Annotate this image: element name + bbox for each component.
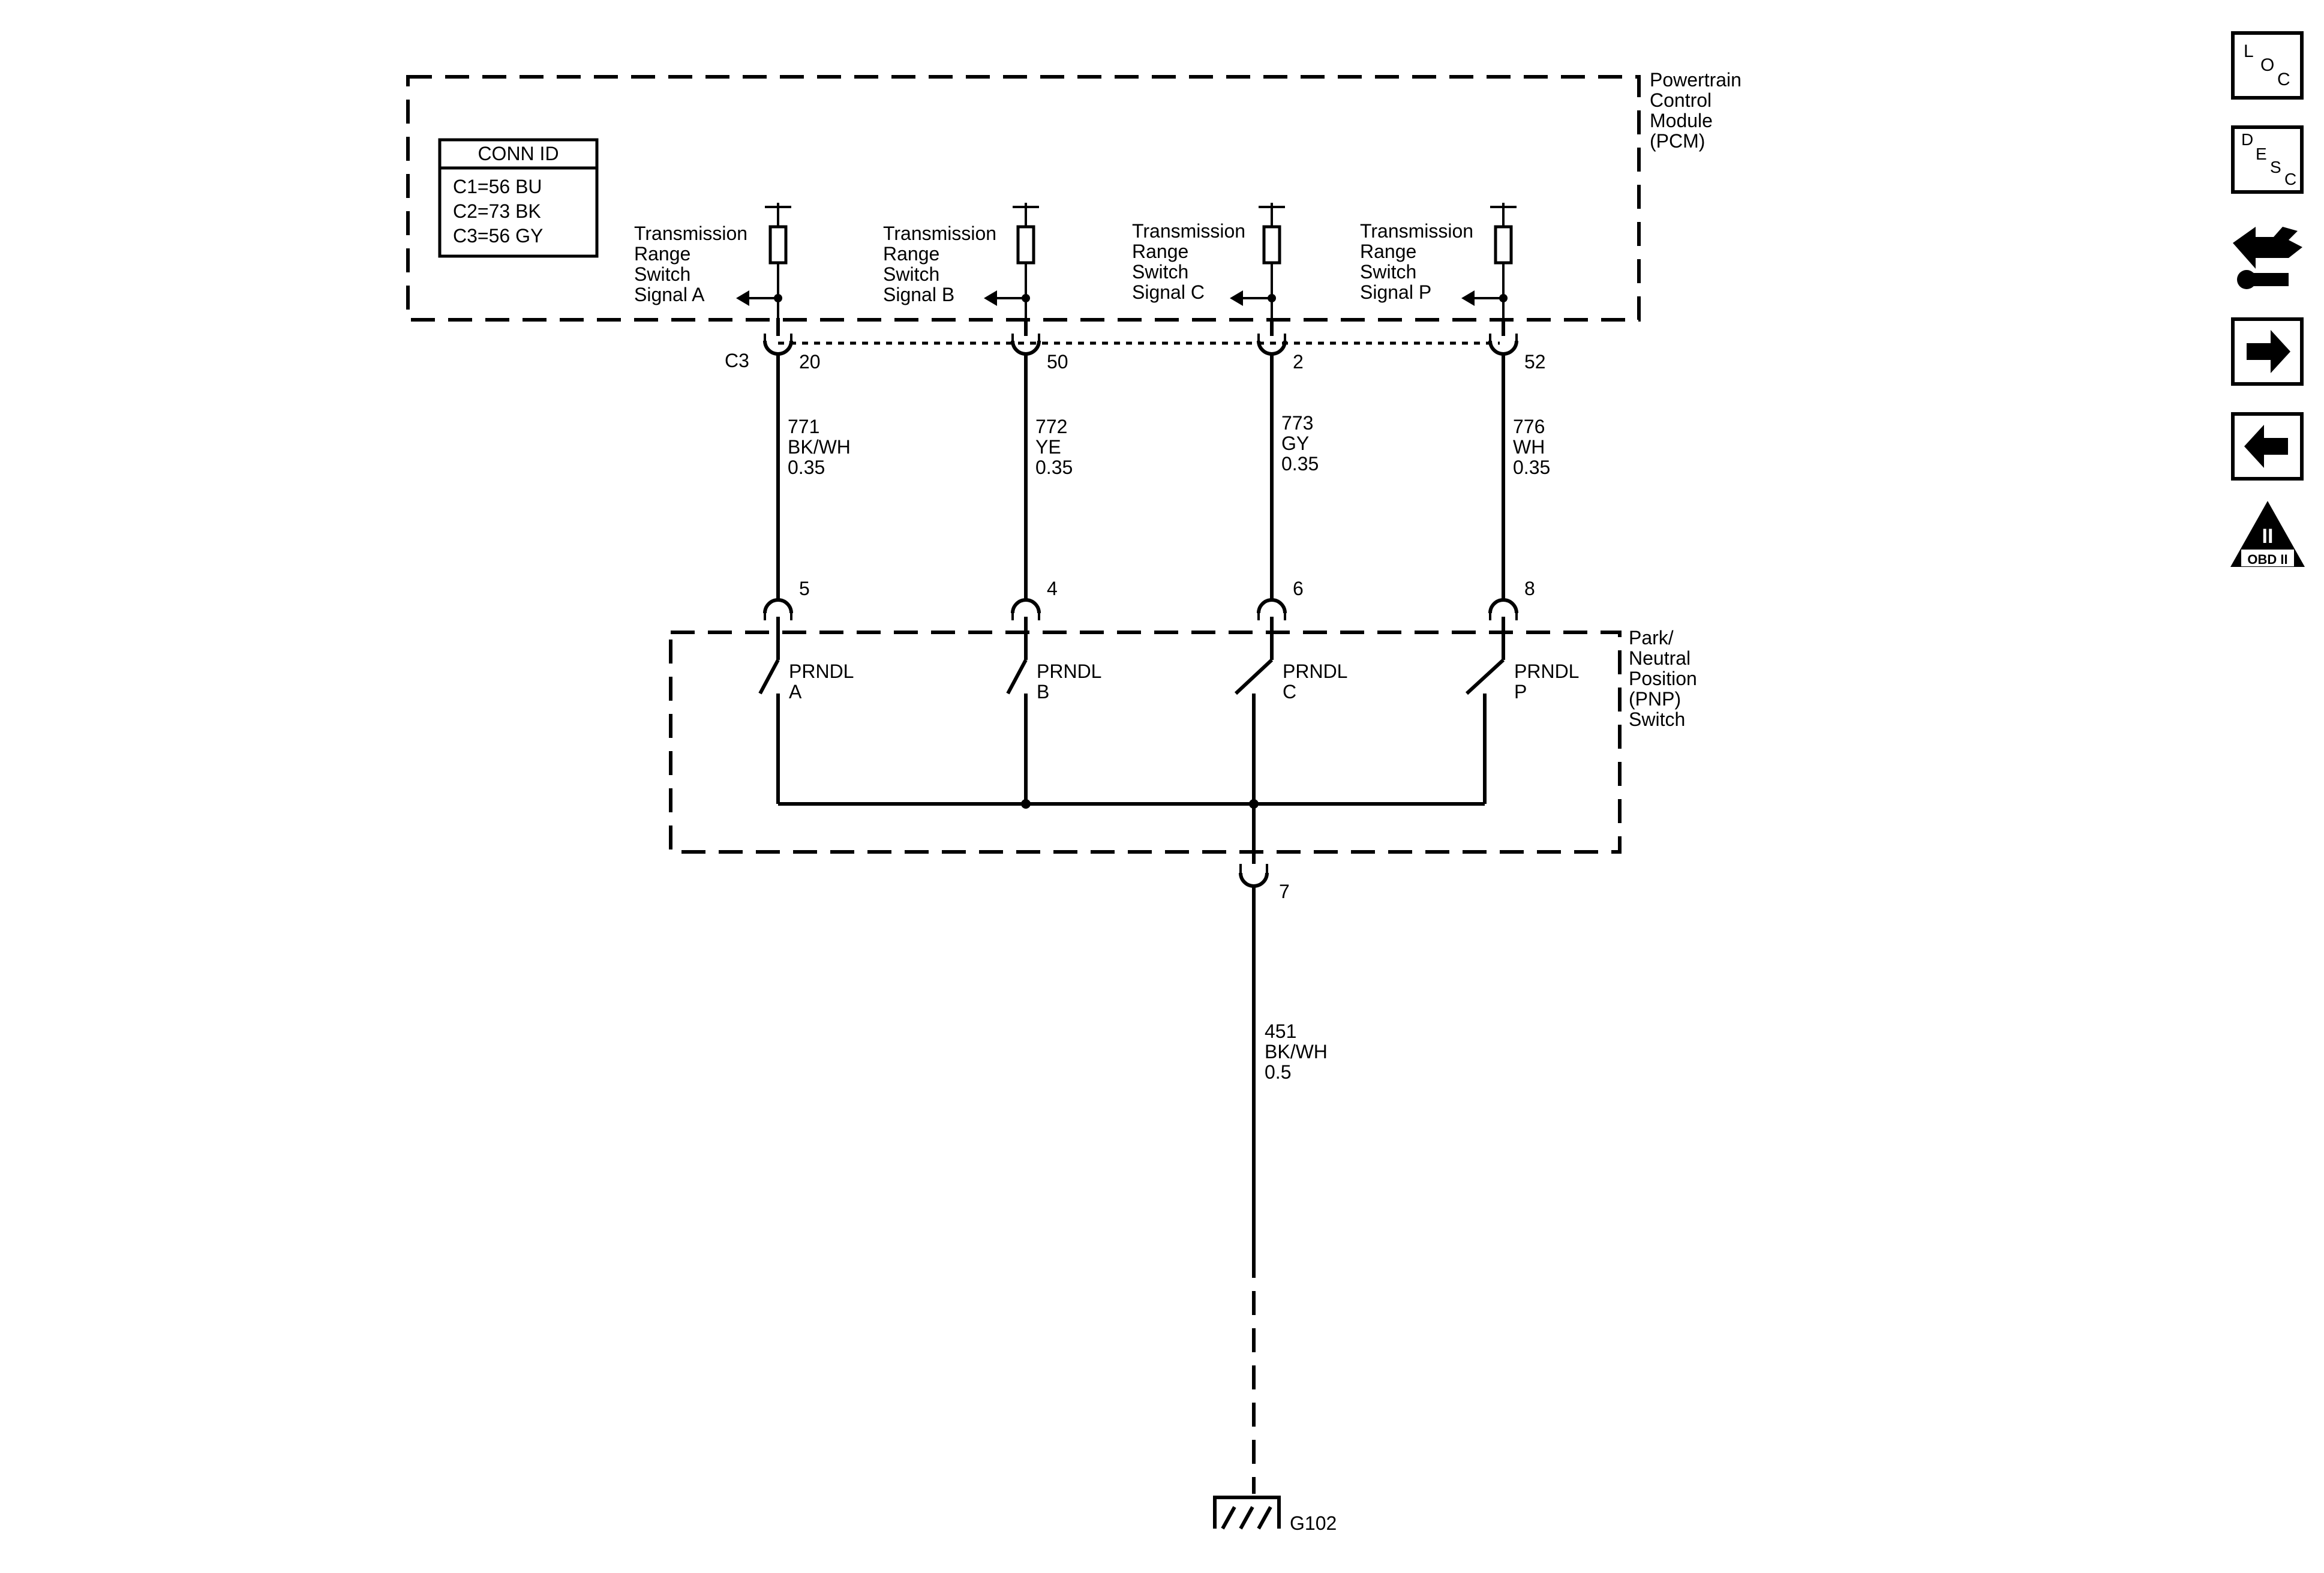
wire-451-color: BK/WH [1265, 1041, 1328, 1062]
pnp-connector-cavity [1257, 598, 1287, 614]
svg-text:O: O [2260, 55, 2274, 75]
conn-id-row: C2=73 BK [453, 200, 541, 222]
svg-text:S: S [2270, 158, 2281, 176]
wire-451-number: 451 [1265, 1020, 1296, 1042]
arrow-right-icon[interactable] [2231, 317, 2304, 386]
resistor-icon [1494, 225, 1513, 265]
switch-contact [1234, 658, 1274, 695]
conn-id-row: C3=56 GY [453, 225, 543, 247]
ground-label: G102 [1290, 1512, 1337, 1534]
pnp-connector-cavity [1011, 598, 1041, 614]
resistor-icon [768, 225, 788, 265]
connector-c3-cavity [1488, 340, 1518, 356]
signal-arrow-icon [984, 290, 997, 306]
conn-id-title: CONN ID [478, 143, 559, 164]
connector-7-symbol [1239, 872, 1269, 888]
switch-pin-label: 4 [1047, 578, 1058, 599]
connector-view-icon[interactable] [2233, 227, 2302, 289]
ground-circuit: 7 451 BK/WH 0.5 G102 [1213, 804, 1337, 1534]
switch-pin-label: 6 [1293, 578, 1304, 599]
pcm-pin-label: 2 [1293, 351, 1304, 373]
loc-icon[interactable]: L O C [2231, 31, 2304, 100]
wire-451-gauge: 0.5 [1265, 1061, 1291, 1083]
pcm-pin-label: 50 [1047, 351, 1068, 373]
svg-text:C: C [2284, 170, 2296, 188]
signal-arrow-icon [736, 290, 749, 306]
pcm-boundary [406, 75, 1641, 322]
conn-id-row: C1=56 BU [453, 176, 542, 197]
switch-contact [1006, 659, 1028, 695]
signal-arrow-icon [1230, 290, 1243, 306]
svg-text:E: E [2256, 145, 2267, 163]
switch-contact [758, 659, 780, 695]
sidebar-nav: L O C D E S C II OBD II [2230, 31, 2305, 567]
resistor-icon [1016, 225, 1035, 265]
pnp-boundary [669, 631, 1622, 854]
conn-id-table: CONN ID C1=56 BU C2=73 BK C3=56 GY [438, 138, 599, 258]
pcm-pin-label: 20 [799, 351, 821, 373]
svg-text:OBD II: OBD II [2247, 552, 2287, 567]
pnp-connector-cavity [763, 598, 793, 614]
pcm-pin-label: 52 [1524, 351, 1546, 373]
arrow-left-icon[interactable] [2231, 412, 2304, 481]
pnp-connector-cavity [1488, 598, 1518, 614]
switch-pin-label: 5 [799, 578, 810, 599]
switch-contact [1465, 658, 1505, 695]
signal-arrow-icon [1461, 290, 1475, 306]
connector-c3-label: C3 [725, 350, 749, 371]
svg-text:L: L [2244, 41, 2254, 61]
svg-text:II: II [2262, 525, 2274, 548]
ground-pin-label: 7 [1279, 881, 1290, 902]
resistor-icon [1262, 225, 1281, 265]
switch-pin-label: 8 [1524, 578, 1535, 599]
svg-text:C: C [2277, 70, 2290, 89]
svg-text:D: D [2241, 130, 2253, 149]
obd2-icon[interactable]: II OBD II [2230, 501, 2305, 567]
ground-icon [1213, 1496, 1281, 1530]
desc-icon[interactable]: D E S C [2231, 125, 2304, 194]
